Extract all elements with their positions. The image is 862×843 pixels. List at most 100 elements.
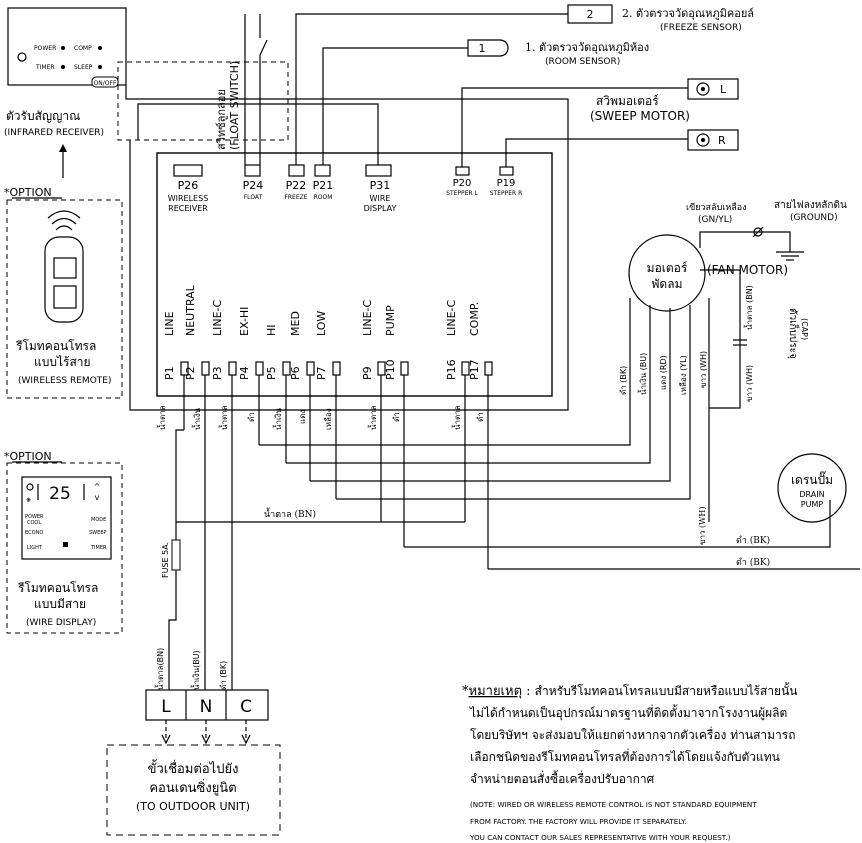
term-fn-p1: LINE (163, 311, 176, 336)
term-pin-p17: P17 (468, 359, 481, 380)
connector-p22-sub: FREEZE (284, 194, 307, 201)
connector-p26-sub2: RECEIVER (168, 204, 208, 213)
sweep-motor-th: สวิพมอเตอร์ (596, 94, 659, 108)
connector-p31-sub1: WIRE (370, 194, 391, 203)
connector-p19-sub: STEPPER R (490, 190, 523, 197)
sensor-1-en: (ROOM SENSOR) (545, 57, 620, 67)
sensor-2-en: (FREEZE SENSOR) (660, 23, 742, 33)
option2-box (6, 462, 123, 634)
term-pin-p4: P4 (238, 366, 251, 380)
drain-pump (777, 453, 847, 523)
cap-wire-bn: น้ำตาล (BN) (743, 285, 754, 330)
term-fn-p3: LINE-C (211, 299, 224, 336)
sensor-2-th: 2. ตัวตรวจวัดอุณหภูมิคอยล์ (622, 7, 754, 20)
drain-pump-th: เดรนปั๊ม (791, 471, 833, 487)
term-fn-p2: NEUTRAL (184, 284, 197, 336)
ground-th: สายไฟลงหลักดิน (774, 199, 847, 211)
float-switch-th: สวิทซ์ลูกลอย (215, 89, 228, 150)
wire-p3: น้ำตาล (218, 405, 229, 430)
terminal-pin-labels: P1 P2 P3 P4 P5 P6 P7 P9 P10 P16 P17 (163, 359, 481, 380)
option2-th2: แบบมีสาย (34, 597, 86, 611)
fuse (171, 539, 181, 571)
connector-p26 (173, 164, 203, 177)
term-pin-p3: P3 (211, 366, 224, 380)
wd-mode: MODE (91, 517, 106, 523)
fan-motor-en: (FAN MOTOR) (707, 263, 788, 277)
rx-comp: COMP (74, 45, 92, 52)
sweep-left-label: L (720, 83, 727, 96)
sweep-motor-en: (SWEEP MOTOR) (590, 109, 690, 123)
svg-text:*หมายเหตุ : สำหรับรีโมทคอนโทรล: *หมายเหตุ : สำหรับรีโมทคอนโทรลแบบมีสายหร… (462, 682, 798, 699)
sweep-right-label: R (718, 134, 726, 147)
outdoor-th2: คอนเดนซิ่งยูนิต (149, 779, 236, 796)
drain-pump-en2: PUMP (801, 500, 824, 509)
ground-en: (GROUND) (790, 213, 838, 223)
wire-display-up[interactable]: ^ (94, 482, 101, 491)
supply-bk: ดำ (BK) (219, 661, 228, 690)
rx-timer: TIMER (35, 64, 55, 71)
wire-p4: ดำ (247, 412, 256, 422)
cap-th: ตัวเก็บประจุ (787, 308, 801, 359)
terminal-wire-labels: น้ำตาล น้ำเงิน น้ำตาล ดำ น้ำเงิน แดง เหล… (156, 405, 485, 430)
bus-label-bn: น้ำตาล (BN) (264, 507, 316, 520)
connector-p19-label: P19 (497, 178, 516, 189)
option2-th1: รีโมทคอนโทรล (17, 581, 98, 595)
wire-display-panel (21, 476, 112, 560)
cap-wire-wh: ขาว (WH) (745, 365, 754, 402)
connector-p31 (365, 164, 392, 177)
wire-p17: ดำ (476, 412, 485, 422)
term-fn-p17: COMP. (468, 302, 481, 336)
rx-sleep: SLEEP (74, 64, 93, 71)
note-th3: โดยบริษัทฯ จะส่งมอบให้แยกต่างหากจากตัวเค… (470, 726, 796, 742)
note-th5: จำหน่ายตอนสั่งซื้อเครื่องปรับอากาศ (470, 770, 655, 786)
wire-display-down[interactable]: v (95, 493, 100, 502)
connector-p20-sub: STEPPER L (446, 190, 478, 197)
wire-p6: แดง (298, 410, 307, 424)
terminal-block (145, 689, 269, 721)
option1-th2: แบบไร้สาย (34, 355, 91, 369)
rx-onoff: ON/OFF (94, 80, 117, 87)
wd-power: POWER (25, 514, 44, 520)
term-pin-p16: P16 (445, 359, 458, 380)
term-fn-p7: LOW (315, 311, 328, 336)
connector-p26-sub1: WIRELESS (168, 194, 209, 203)
outdoor-en: (TO OUTDOOR UNIT) (136, 800, 250, 813)
sensor-2-box (567, 4, 613, 24)
connector-p20 (455, 166, 470, 176)
fan-wire-bk: ดำ (BK) (619, 366, 628, 395)
rx-power: POWER (34, 45, 56, 52)
note-en1: (NOTE: WIRED OR WIRELESS REMOTE CONTROL … (470, 800, 757, 809)
term-fn-p9: LINE-C (361, 299, 374, 336)
connector-p21-label: P21 (313, 179, 334, 192)
wire-p2: น้ำเงิน (191, 407, 202, 430)
supply-bn: น้ำตาล(BN) (154, 648, 165, 690)
outdoor-th1: ขั้วเชื่อมต่อไปยัง (148, 759, 239, 777)
bus-label-bk1: ดำ (BK) (736, 535, 770, 546)
fuse-label: FUSE 5A. (161, 542, 170, 578)
connector-p22-label: P22 (286, 179, 307, 192)
term-pin-p7: P7 (315, 366, 328, 380)
wd-econo: ECONO (25, 530, 43, 536)
note-th4: เลือกชนิดของรีโมทคอนโทรลที่ต้องการได้โดย… (470, 748, 780, 764)
fan-motor (628, 234, 706, 312)
fan-wire-wh: ขาว (WH) (699, 351, 708, 388)
ground-symbol (699, 226, 804, 261)
term-pin-p6: P6 (289, 366, 302, 380)
fan-wire-yl: เหลือง (YL) (679, 355, 688, 395)
arrow-up-icon (59, 144, 67, 152)
option2-tag: *OPTION (4, 450, 52, 463)
float-dashed-box (117, 61, 289, 141)
option1-th1: รีโมทคอนโทรล (15, 339, 96, 353)
option1-tag: *OPTION (4, 186, 52, 199)
connector-p24-sub: FLOAT (244, 194, 263, 201)
fan-wire-rd: แดง (RD) (659, 355, 668, 390)
wire-p5: น้ำเงิน (272, 407, 283, 430)
supply-bu: น้ำเงิน(BU) (190, 650, 201, 690)
term-fn-p6: MED (289, 311, 302, 336)
term-fn-p5: HI (265, 324, 278, 336)
rx-onoff-button[interactable] (91, 76, 119, 88)
ground-wire-th: เขียวสลับเหลือง (686, 202, 747, 213)
connector-p19 (499, 166, 514, 176)
sweep-motor-right (687, 129, 739, 151)
